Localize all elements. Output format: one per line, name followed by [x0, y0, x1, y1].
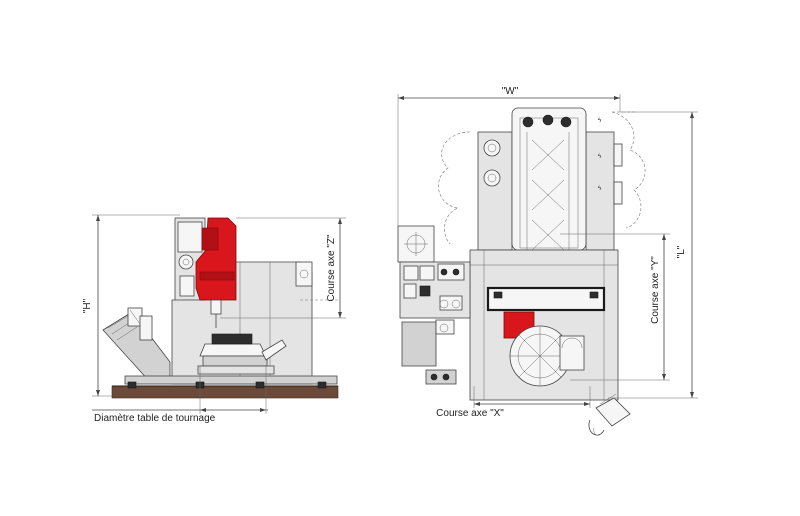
- z-stroke-dimension: [220, 217, 346, 319]
- fan-icon: [483, 169, 501, 187]
- spindle-head: [195, 217, 237, 328]
- w-label: "W": [502, 86, 519, 97]
- x-stroke-label: Course axe "X": [436, 408, 504, 419]
- remote-unit: [588, 393, 631, 436]
- rotary-table: [509, 325, 585, 387]
- fan-icon: [483, 139, 501, 157]
- l-dimension: [608, 111, 698, 399]
- h-dimension: [92, 214, 180, 397]
- top-view: ϟ ϟ ϟ: [397, 86, 698, 436]
- side-view: "H" Course axe "Z" Diamètre table de tou…: [82, 214, 346, 424]
- h-label: "H": [82, 298, 93, 313]
- turning-diameter-dimension: [92, 366, 268, 414]
- turning-diameter-label: Diamètre table de tournage: [94, 413, 216, 424]
- turning-table: [197, 333, 287, 375]
- bolt-symbol-icon: ϟ: [598, 118, 602, 124]
- w-dimension: [397, 94, 621, 226]
- l-label: "L": [676, 245, 687, 258]
- chip-conveyor: [102, 307, 171, 383]
- machine-base: [124, 375, 338, 385]
- y-stroke-dimension: [560, 233, 670, 381]
- electrical-cabinet: [397, 225, 471, 385]
- x-stroke-dimension: [473, 386, 591, 408]
- floor-base: [111, 385, 339, 399]
- z-stroke-label: Course axe "Z": [326, 234, 337, 302]
- y-stroke-label: Course axe "Y": [650, 256, 661, 324]
- bolt-symbol-icon: ϟ: [598, 186, 602, 192]
- bolt-symbol-icon: ϟ: [598, 154, 602, 160]
- cross-beam: [486, 286, 606, 312]
